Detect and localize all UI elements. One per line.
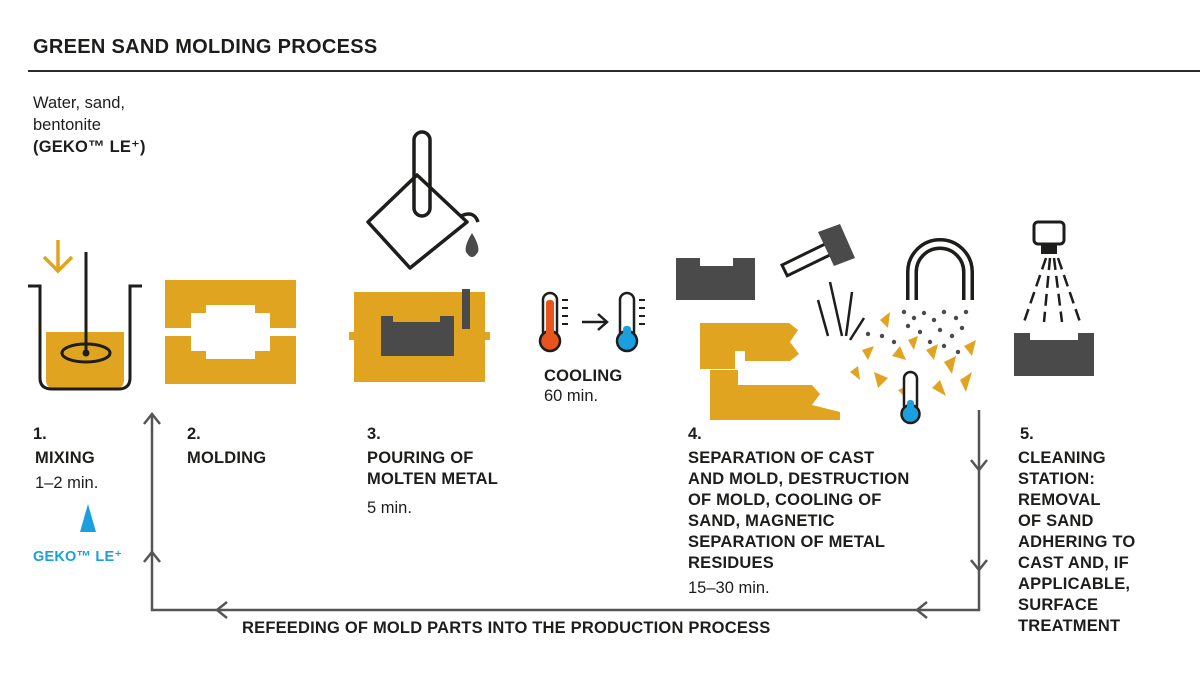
ingredients-line-2: bentonite: [33, 116, 101, 134]
step-5-name-line-8: SURFACE: [1018, 596, 1099, 614]
thermometer-cold-icon: [615, 291, 645, 353]
title-rule: [28, 70, 1200, 72]
step-3-duration: 5 min.: [367, 499, 412, 517]
clean-cast-icon: [1014, 333, 1094, 376]
step-4-name-line-4: SAND, MAGNETIC: [688, 512, 835, 530]
ladle-icon: [366, 130, 480, 270]
step-2-number: 2.: [187, 425, 201, 443]
step-5-name-line-5: ADHERING TO: [1018, 533, 1136, 551]
step-3-number: 3.: [367, 425, 381, 443]
thermometer-hot-icon: [538, 291, 568, 353]
thermometer-sand-icon: [900, 370, 921, 425]
step-1-duration: 1–2 min.: [35, 474, 99, 492]
step-4-name-line-5: SEPARATION OF METAL: [688, 533, 886, 551]
refeed-loop-arrow: [143, 410, 988, 619]
step-4-name-line-1: SEPARATION OF CAST: [688, 449, 875, 467]
mold-icon: [165, 280, 296, 384]
metal-particles-icon: [865, 309, 969, 355]
cooling-name: COOLING: [544, 367, 623, 385]
step-4-number: 4.: [688, 425, 702, 443]
step-5-name-line-4: OF SAND: [1018, 512, 1094, 530]
step-4-name-line-2: AND MOLD, DESTRUCTION: [688, 470, 910, 488]
step-5-name-line-2: STATION:: [1018, 470, 1096, 488]
casting-flask-icon: [349, 289, 490, 382]
impact-lines-icon: [816, 281, 866, 341]
metal-drop-icon: [465, 233, 479, 257]
step-3-name-line-2: MOLTEN METAL: [367, 470, 499, 488]
step-5-name-line-9: TREATMENT: [1018, 617, 1121, 635]
step-5-name-line-1: CLEANING: [1018, 449, 1106, 467]
step-5-number: 5.: [1020, 425, 1034, 443]
hammer-icon: [779, 224, 855, 278]
cooling-arrow-icon: [582, 313, 609, 331]
step-5-name-line-3: REMOVAL: [1018, 491, 1101, 509]
step-4-name-line-3: OF MOLD, COOLING OF: [688, 491, 882, 509]
additive-drop-icon: [80, 504, 96, 532]
step-4-duration: 15–30 min.: [688, 579, 770, 597]
step-1-name: MIXING: [35, 449, 95, 467]
spray-lines-icon: [1022, 257, 1082, 323]
step-3-name-line-1: POURING OF: [367, 449, 474, 467]
magnet-icon: [906, 238, 974, 300]
ingredients-product: (GEKO™ LE⁺): [33, 138, 146, 156]
step-1-number: 1.: [33, 425, 47, 443]
additive-label: GEKO™ LE⁺: [33, 549, 123, 565]
ingredients-line-1: Water, sand,: [33, 94, 126, 112]
cooling-duration: 60 min.: [544, 387, 599, 405]
page-title: GREEN SAND MOLDING PROCESS: [33, 36, 378, 58]
cast-part-icon: [676, 258, 755, 300]
input-arrow-icon: [42, 240, 74, 274]
mixer-icon: [28, 252, 142, 391]
broken-mold-icon: [700, 323, 840, 420]
spray-nozzle-icon: [1032, 220, 1066, 254]
step-2-name: MOLDING: [187, 449, 267, 467]
step-5-name-line-6: CAST AND, IF: [1018, 554, 1129, 572]
refeed-loop-label: REFEEDING OF MOLD PARTS INTO THE PRODUCT…: [242, 619, 771, 637]
step-4-name-line-6: RESIDUES: [688, 554, 774, 572]
step-5-name-line-7: APPLICABLE,: [1018, 575, 1131, 593]
sand-fragments-icon: [850, 312, 976, 398]
